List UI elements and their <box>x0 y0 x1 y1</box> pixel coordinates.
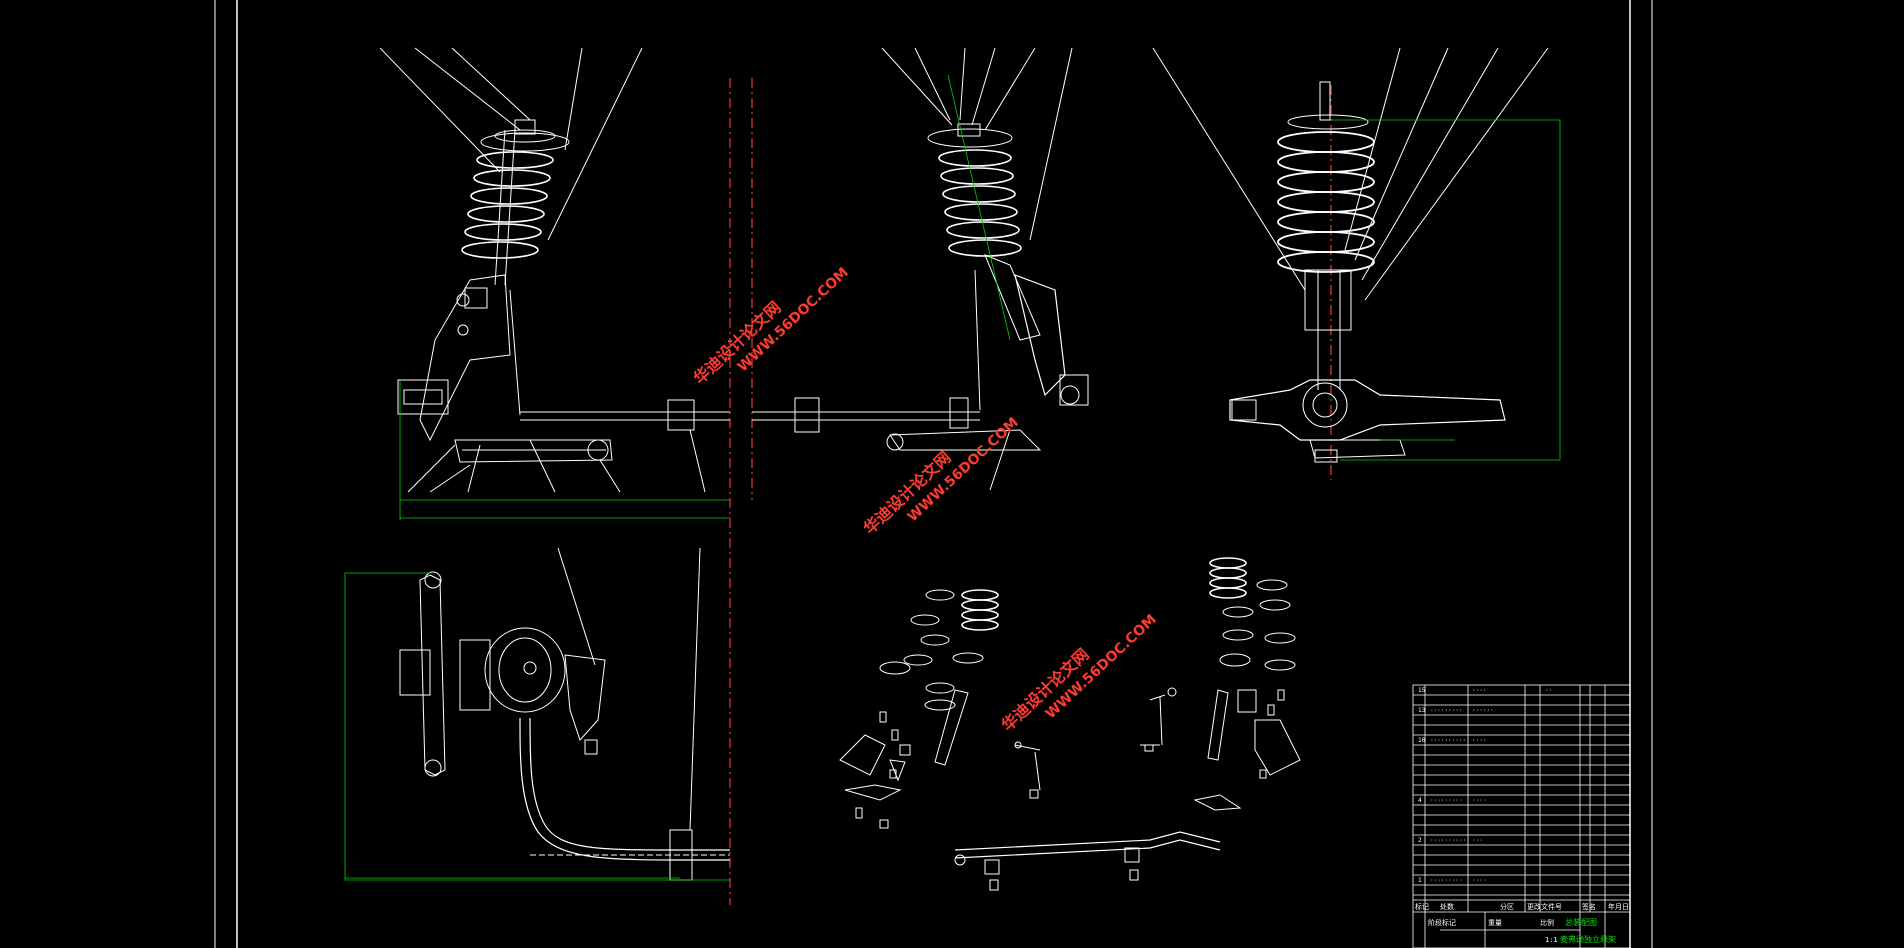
svg-text:4: 4 <box>1418 797 1422 804</box>
svg-text:15: 15 <box>1418 687 1426 694</box>
exploded-parts-view <box>839 557 1301 891</box>
bom-footer-label: 标记 <box>1415 902 1429 911</box>
bill-of-materials <box>1412 684 1631 948</box>
svg-text:····: ···· <box>1472 877 1486 884</box>
title-block: 阶段标记 重量 比例 1:1 总装配图 麦弗逊独立悬架 <box>1428 917 1616 944</box>
svg-text:1: 1 <box>1418 877 1422 884</box>
svg-text:··········: ·········· <box>1430 737 1466 744</box>
stage-label: 比例 <box>1540 918 1554 927</box>
svg-text:·········: ········· <box>1430 877 1463 884</box>
svg-text:··········: ·········· <box>1430 837 1466 844</box>
svg-text:····: ···· <box>1472 687 1486 694</box>
bom-footer-label: 签名 <box>1582 902 1596 911</box>
svg-text:10: 10 <box>1418 737 1426 744</box>
dimension-lines-view4 <box>344 572 730 881</box>
strut-side-view <box>752 47 1089 491</box>
watermark-1: 华迪设计论文网 WWW.56DOC.COM <box>690 265 852 388</box>
strut-top-view <box>399 547 730 881</box>
bom-footer-row: 标记 处数 分区 更改文件号 签名 年月日 <box>1415 902 1629 911</box>
strut-front-view <box>379 47 730 493</box>
svg-text:······: ······ <box>1472 707 1494 714</box>
strut-rear-view <box>1152 47 1549 463</box>
dimension-lines-view3 <box>1330 119 1561 461</box>
svg-text:···: ··· <box>1472 837 1483 844</box>
svg-text:·········: ········· <box>1430 797 1463 804</box>
center-lines <box>729 78 1332 905</box>
svg-text:2: 2 <box>1418 837 1422 844</box>
scale-value: 1:1 <box>1545 936 1558 944</box>
svg-text:····: ···· <box>1472 797 1486 804</box>
dimension-lines-view1 <box>399 380 730 520</box>
drawing-frame <box>214 0 1653 948</box>
svg-text:··: ·· <box>1545 687 1552 694</box>
svg-text:·········: ········· <box>1430 707 1463 714</box>
drawing-title: 总装配图 <box>1565 917 1597 927</box>
bom-footer-label: 处数 <box>1440 902 1454 911</box>
svg-text:····: ···· <box>1472 737 1486 744</box>
watermark-2: 华迪设计论文网 WWW.56DOC.COM <box>860 415 1022 538</box>
stage-label: 阶段标记 <box>1428 918 1456 927</box>
bom-footer-label: 更改文件号 <box>1527 902 1562 911</box>
dimension-lines-view2 <box>947 74 1011 341</box>
svg-text:13: 13 <box>1418 707 1426 714</box>
bom-text-entries: 15 ···· ·· 13 ········· ······ 10 ······… <box>1418 687 1552 884</box>
drawing-name: 麦弗逊独立悬架 <box>1560 934 1616 944</box>
watermark-3: 华迪设计论文网 WWW.56DOC.COM <box>998 612 1160 735</box>
bom-footer-label: 分区 <box>1500 902 1514 911</box>
bom-footer-label: 年月日 <box>1608 902 1629 911</box>
stage-label: 重量 <box>1488 919 1502 927</box>
